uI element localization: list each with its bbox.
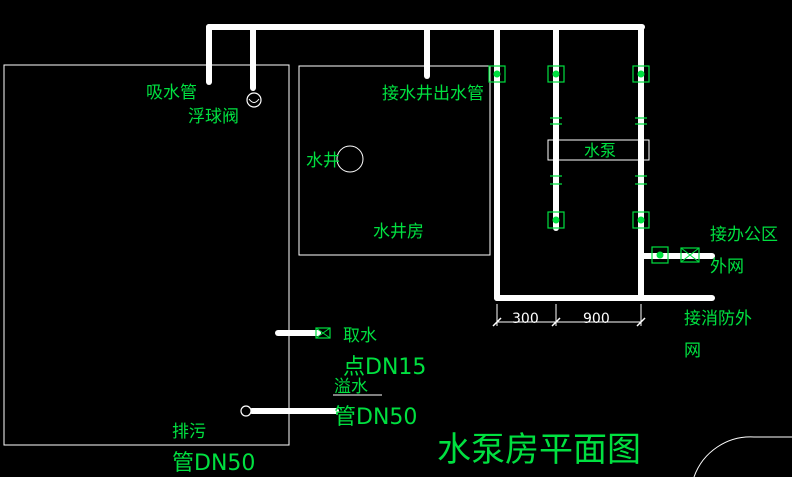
label-suction-pipe: 吸水管 xyxy=(146,83,197,103)
dimension-300: 300 xyxy=(512,311,539,327)
valve-office-2 xyxy=(680,247,700,263)
label-well-house: 水井房 xyxy=(373,222,424,242)
label-drain-1: 排污 xyxy=(172,422,206,442)
label-office-supply-2: 外网 xyxy=(710,257,744,277)
label-overflow-1: 溢水 xyxy=(334,377,368,397)
valve-3-top xyxy=(632,65,650,83)
dimension-900: 900 xyxy=(583,311,610,327)
well-house-outline xyxy=(298,65,491,256)
label-fire-supply-2: 网 xyxy=(684,341,701,361)
label-office-supply-1: 接办公区 xyxy=(710,225,778,245)
label-water-well: 水井 xyxy=(306,151,340,171)
valve-symbols xyxy=(315,65,700,339)
label-drain-2: 管DN50 xyxy=(172,451,255,476)
valve-2-bottom xyxy=(547,211,565,229)
label-sampling-2: 点DN15 xyxy=(343,355,426,380)
valve-1-top xyxy=(488,65,506,83)
dimension-line xyxy=(492,304,646,327)
door-swing-arc xyxy=(693,436,792,477)
label-fire-supply-1: 接消防外 xyxy=(684,309,752,329)
label-sampling-1: 取水 xyxy=(343,326,377,346)
valve-office-1 xyxy=(651,246,669,264)
valve-sampling xyxy=(315,327,331,339)
label-overflow-2: 管DN50 xyxy=(334,405,417,430)
drawing-title: 水泵房平面图 xyxy=(437,430,641,470)
label-float-valve: 浮球阀 xyxy=(188,107,239,127)
valve-2-top xyxy=(547,65,565,83)
float-valve-symbol xyxy=(246,92,262,108)
valve-3-bottom xyxy=(632,211,650,229)
water-tank-outline xyxy=(3,64,290,446)
label-pump: 水泵 xyxy=(584,141,616,160)
label-well-outlet: 接水井出水管 xyxy=(382,84,484,104)
drain-outlet-symbol xyxy=(240,405,252,417)
pump-box xyxy=(547,139,650,161)
water-well-circle xyxy=(336,145,364,173)
float-valve-detail xyxy=(248,98,260,103)
